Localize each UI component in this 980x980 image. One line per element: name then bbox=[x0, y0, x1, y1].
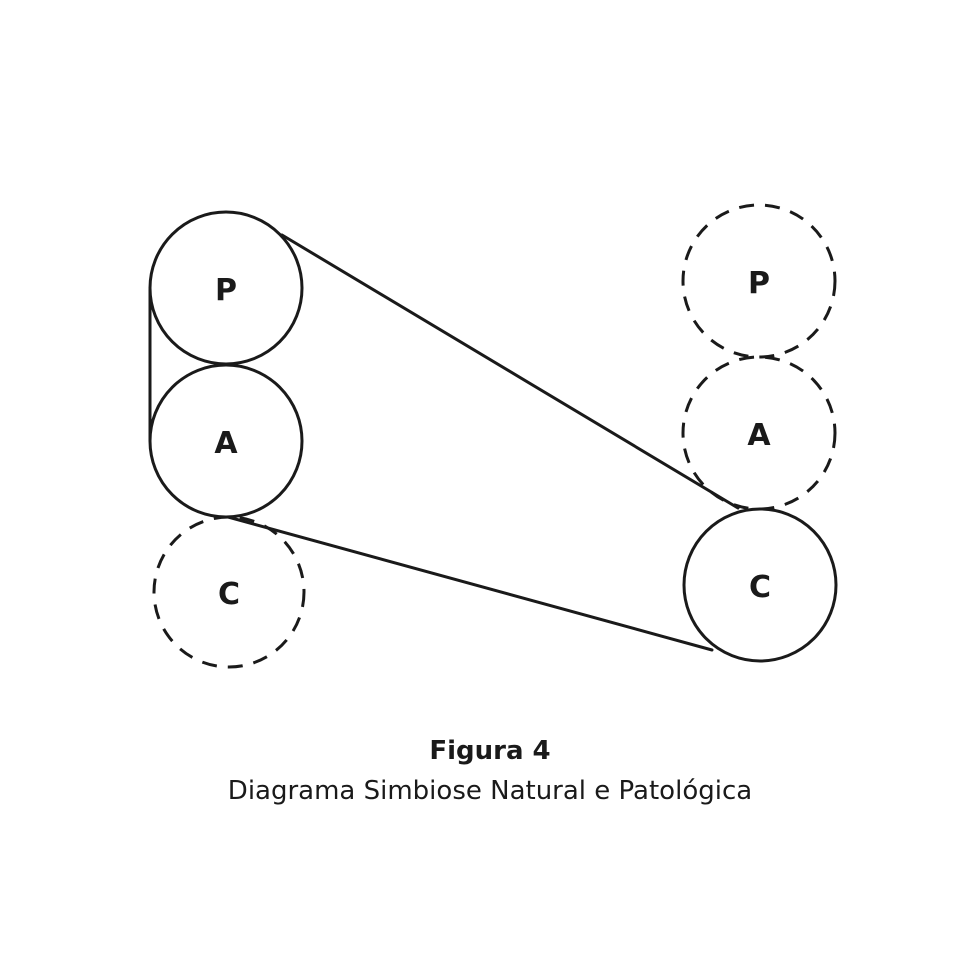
left-node-c-label: C bbox=[218, 577, 240, 612]
right-node-c-label: C bbox=[749, 570, 771, 605]
right-node-c-circle bbox=[682, 507, 838, 663]
left-node-a-label: A bbox=[214, 426, 238, 461]
figure-title: Figura 4 bbox=[429, 736, 551, 766]
figure-subtitle: Diagrama Simbiose Natural e Patológica bbox=[227, 776, 753, 806]
right-node-a-circle bbox=[681, 355, 837, 511]
left-node-c-circle bbox=[152, 515, 306, 669]
right-group: P A C bbox=[681, 203, 838, 663]
right-node-p-label: P bbox=[748, 266, 770, 301]
left-node-p-label: P bbox=[215, 273, 237, 308]
top-connector-line bbox=[280, 233, 740, 510]
symbiosis-diagram: P A C P A C bbox=[148, 203, 838, 669]
right-node-p-circle bbox=[681, 203, 837, 359]
bottom-connector-line bbox=[226, 515, 714, 652]
right-node-a-label: A bbox=[747, 418, 771, 453]
left-group: P A C bbox=[148, 210, 306, 669]
